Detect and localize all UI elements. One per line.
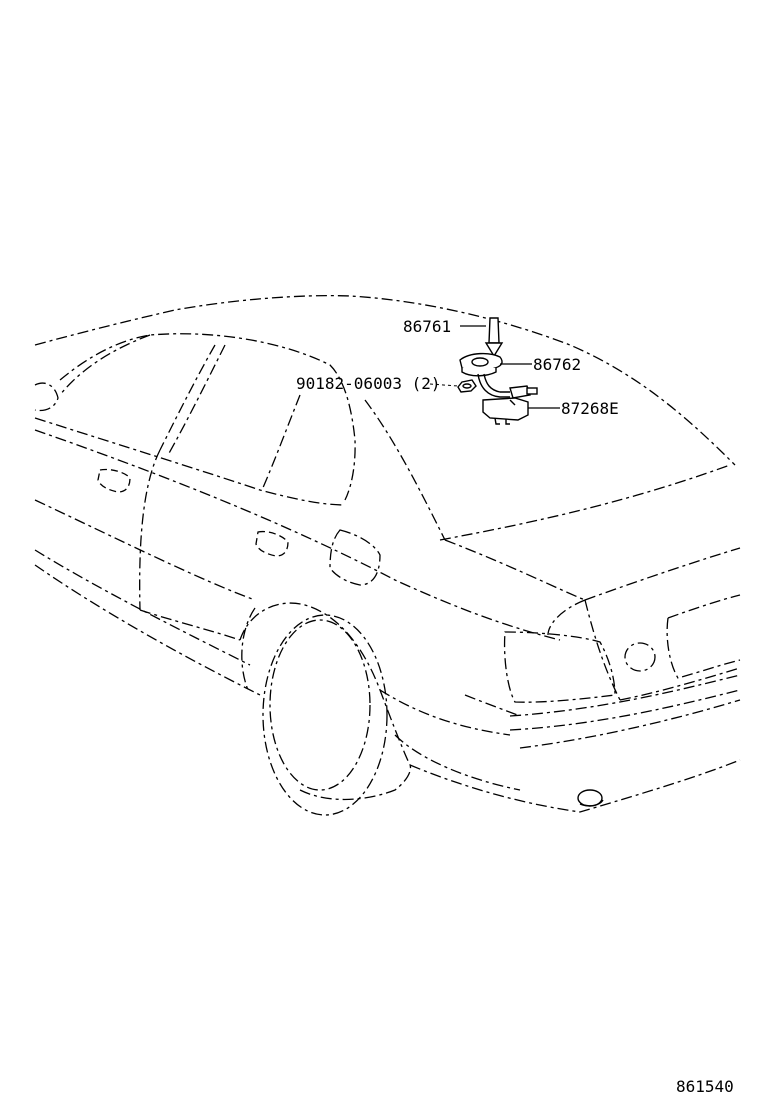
- part-label-87268e: 87268E: [561, 399, 619, 418]
- antenna-rod: [484, 317, 504, 358]
- amplifier: [482, 397, 529, 425]
- part-label-90182: 90182-06003 (2): [296, 374, 441, 393]
- part-label-86761: 86761: [403, 317, 451, 336]
- leader-lines: [429, 325, 560, 409]
- diagram-code: 861540: [676, 1077, 734, 1096]
- nut: [457, 379, 477, 393]
- car-outline: [34, 294, 741, 816]
- part-label-86762: 86762: [533, 355, 581, 374]
